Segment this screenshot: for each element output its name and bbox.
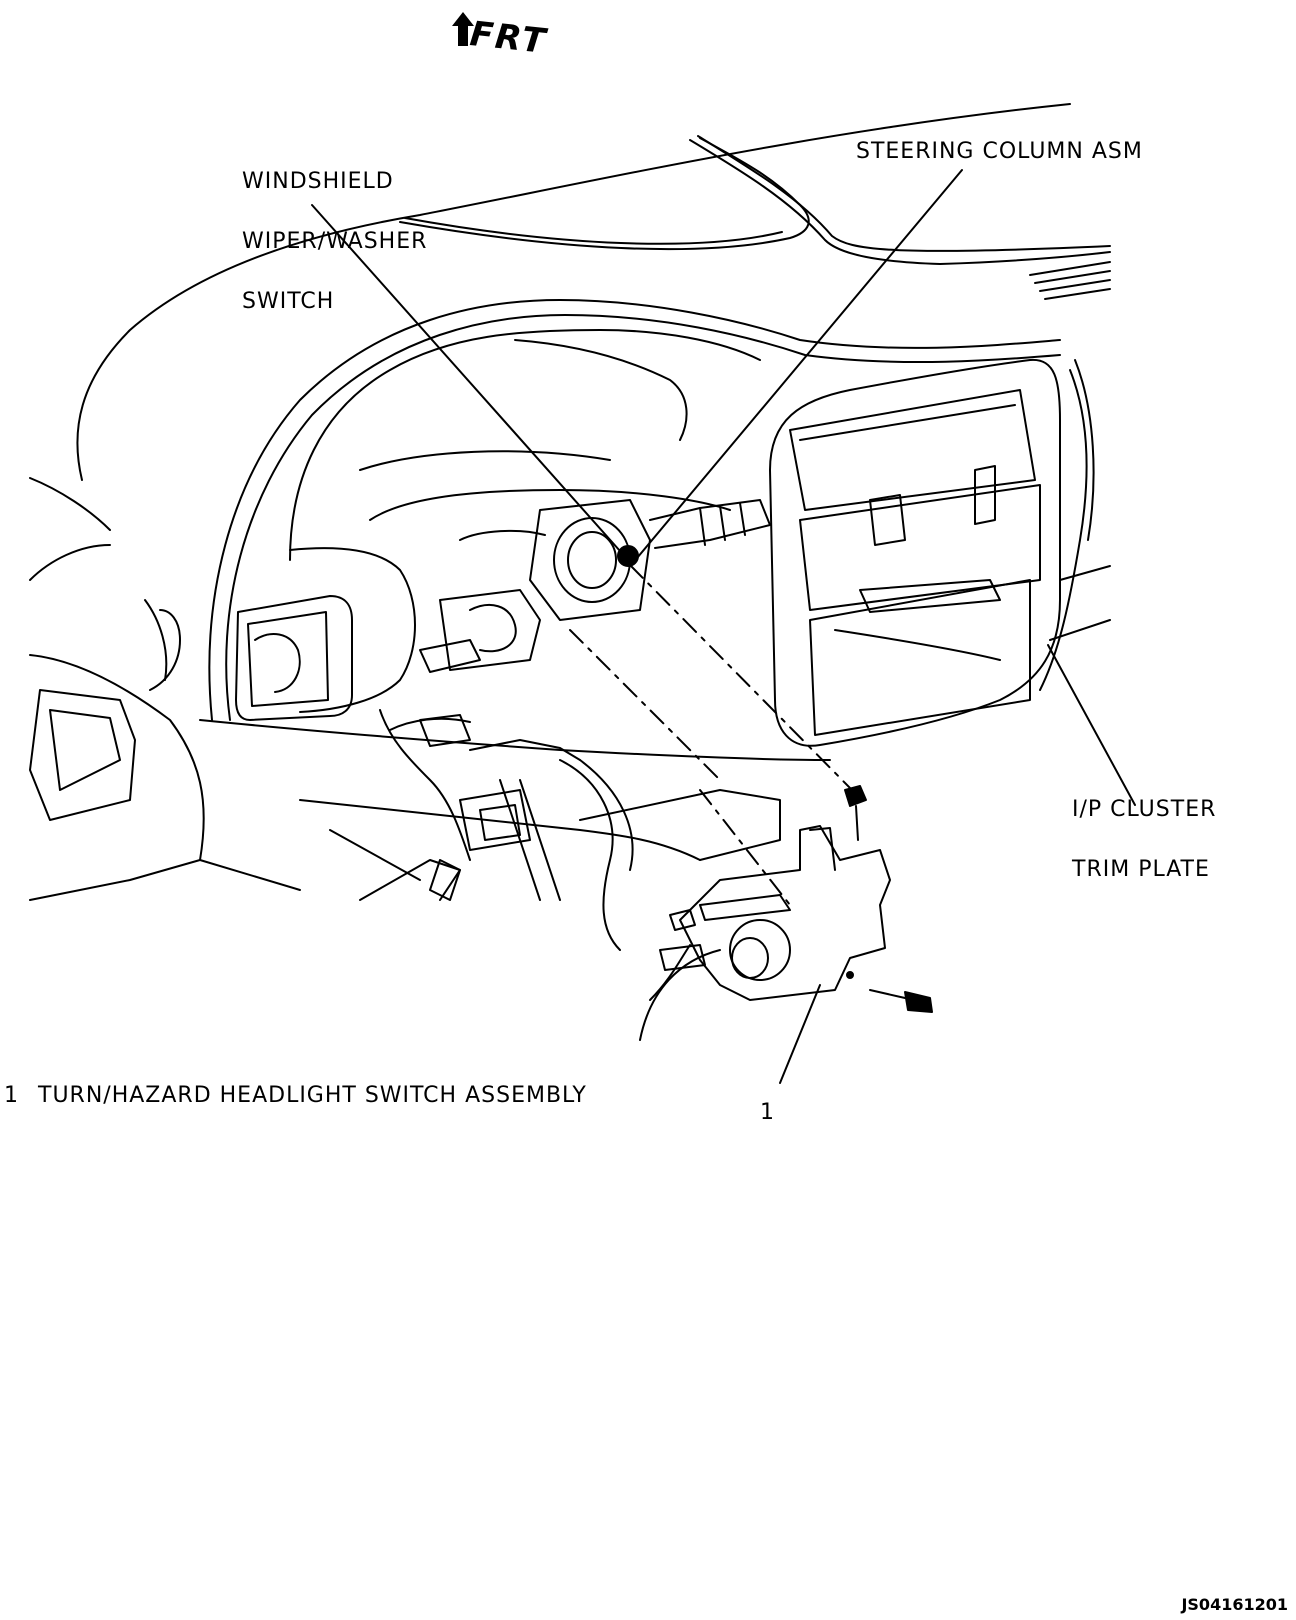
far-left-dash — [29, 477, 301, 901]
trim-plate — [769, 358, 1095, 747]
screws — [844, 785, 933, 1013]
cluster-trim-label-line-1: I/P CLUSTER — [1072, 797, 1217, 822]
front-arrow-icon — [452, 12, 474, 46]
alignment-lines — [569, 564, 853, 906]
left-vent — [235, 547, 416, 721]
steering-column-label: STEERING COLUMN ASM — [856, 139, 1143, 164]
cluster-trim-plate-label: I/P CLUSTER TRIM PLATE — [1072, 760, 1216, 900]
wiper-switch-label-line-1: WINDSHIELD — [242, 169, 394, 194]
figure-code: JS04161201 — [1181, 1595, 1288, 1614]
headlight-switch-assembly — [639, 825, 891, 1041]
wiper-switch-label: WINDSHIELD WIPER/WASHER SWITCH — [242, 132, 427, 332]
wiper-switch-label-line-2: WIPER/WASHER — [242, 229, 428, 254]
wiper-switch-label-line-3: SWITCH — [242, 289, 335, 314]
lower-dash — [199, 565, 1111, 901]
legend-text: TURN/HAZARD HEADLIGHT SWITCH ASSEMBLY — [38, 1083, 587, 1108]
legend-number: 1 — [4, 1083, 19, 1108]
front-orientation-label: FRT — [468, 14, 549, 62]
dash-top-outline — [76, 103, 1111, 481]
cluster-trim-label-line-2: TRIM PLATE — [1072, 857, 1210, 882]
steering-column — [419, 499, 771, 673]
item-1-callout-number: 1 — [760, 1100, 775, 1125]
cluster-hood — [208, 299, 1061, 721]
leader-lines — [311, 169, 1136, 1084]
